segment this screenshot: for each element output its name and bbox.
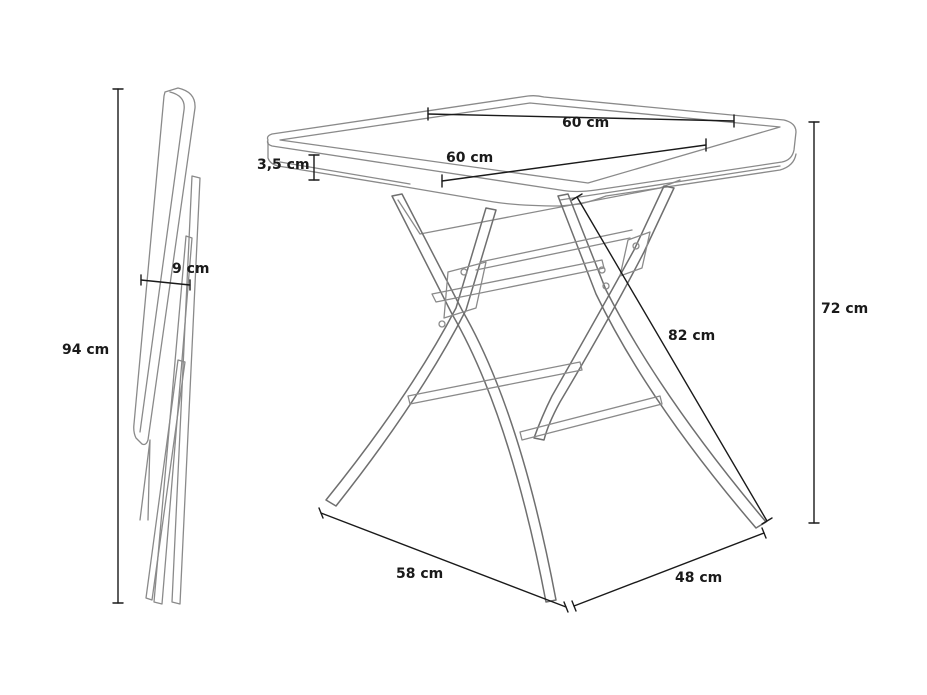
bottom-cross-brace xyxy=(519,395,663,441)
tabletop-underside xyxy=(279,161,781,201)
label-folded-height: 94 cm xyxy=(62,342,110,358)
dimension-tick-base-depth-a xyxy=(571,600,577,612)
top-frame xyxy=(397,179,681,235)
upper-cross-brace xyxy=(431,259,605,303)
dimension-line-base-depth xyxy=(573,532,765,607)
dimension-line-width xyxy=(427,113,735,122)
folded-dimension-lines xyxy=(112,88,191,604)
tabletop-inner-rim xyxy=(279,102,781,184)
open-table xyxy=(266,95,797,603)
dimension-tick-base-width-a xyxy=(318,507,324,519)
label-top-thickness: 3,5 cm xyxy=(257,157,310,173)
tabletop-front-edge xyxy=(267,141,797,207)
folded-leg-back xyxy=(153,235,193,605)
tabletop-surface xyxy=(266,95,797,193)
label-total-height: 72 cm xyxy=(821,301,869,317)
folded-table xyxy=(133,87,201,605)
leg-front-right xyxy=(325,207,497,507)
dimension-line-base-width xyxy=(320,512,567,608)
rivet-5 xyxy=(632,242,640,250)
label-top-width: 60 cm xyxy=(562,115,610,131)
label-folded-depth: 9 cm xyxy=(172,261,210,277)
folded-tabletop-edge xyxy=(139,91,185,433)
label-leg-length: 82 cm xyxy=(668,328,716,344)
folded-leg-front xyxy=(171,175,201,605)
dimension-tick-base-width-b xyxy=(563,601,569,613)
dimension-tick-base-depth-b xyxy=(761,527,767,539)
dimension-line-depth xyxy=(441,144,707,182)
folded-leg-inner xyxy=(145,359,186,601)
folded-leg-foot xyxy=(139,439,151,521)
dimension-tick-leg-bottom xyxy=(761,517,773,525)
leg-front-left xyxy=(391,193,557,603)
rivet-2 xyxy=(438,320,446,328)
label-top-depth: 60 cm xyxy=(446,150,494,166)
dimension-line-leg xyxy=(576,196,768,522)
hinge-plate-right xyxy=(619,231,651,277)
rivet-1 xyxy=(460,268,468,276)
dimension-tick-leg-top xyxy=(571,193,583,201)
label-base-width: 58 cm xyxy=(396,566,444,582)
hinge-plate-left xyxy=(443,261,487,319)
folded-tabletop xyxy=(133,87,196,446)
rivet-3 xyxy=(598,266,606,274)
rivet-4 xyxy=(602,282,610,290)
leg-back-left xyxy=(557,193,767,529)
label-base-depth: 48 cm xyxy=(675,570,723,586)
dimension-line-9cm xyxy=(140,279,191,286)
leg-back-right xyxy=(533,185,675,441)
lower-cross-brace xyxy=(407,361,583,405)
open-dimension-lines xyxy=(308,107,820,613)
